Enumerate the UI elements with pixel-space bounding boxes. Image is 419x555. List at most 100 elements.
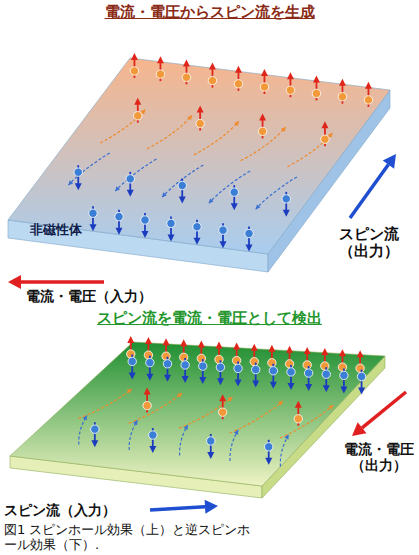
spin-up (294, 401, 302, 426)
spin-down (287, 365, 295, 390)
spin-up (303, 347, 311, 372)
spin-down (163, 357, 171, 382)
spin-path-head (183, 425, 187, 430)
spin-down (304, 366, 312, 391)
spin-up (364, 82, 372, 107)
current-arrow (352, 392, 406, 436)
spin-down (193, 220, 201, 245)
spin-path (287, 133, 332, 167)
spin-up (268, 345, 276, 370)
spin-up (215, 341, 223, 366)
spin-down (146, 356, 154, 381)
spin-down (207, 434, 215, 459)
spin-path-head (209, 198, 214, 203)
spin-down (141, 213, 149, 238)
spin-path (229, 401, 282, 433)
output-label: 電流・電圧 （出力） (344, 442, 414, 473)
spin-path (129, 393, 182, 423)
spin-down (357, 370, 365, 395)
current-arrow (8, 275, 104, 289)
spin-up (232, 343, 240, 368)
spin-path (79, 416, 87, 445)
figure-caption: 図1 スピンホール効果（上）と逆スピンホール効果（下）. (4, 522, 254, 552)
slab-top (10, 342, 385, 486)
spin-down (322, 367, 330, 392)
spin-up (130, 53, 138, 78)
spin-path-head (83, 416, 87, 421)
spin-path (147, 115, 192, 148)
spin-path (115, 159, 156, 191)
spin-path (100, 110, 145, 143)
spin-path (230, 430, 238, 461)
spin-down (216, 360, 224, 385)
spin-path-head (187, 115, 192, 120)
spin-down (252, 363, 260, 388)
spin-path-head (256, 204, 261, 209)
spin-path (68, 153, 109, 185)
spin-path-head (127, 389, 132, 394)
spin-down (265, 440, 273, 465)
heading: スピン流を電流・電圧として検出 (0, 310, 419, 327)
spin-up (338, 349, 346, 374)
spin-path-head (328, 405, 333, 410)
spin-up (180, 339, 188, 364)
heading: 電流・電圧からスピン流を生成 (0, 4, 419, 21)
input-label: 電流・電圧（入力） (26, 288, 226, 304)
spin-down (199, 359, 207, 384)
spin-down (89, 206, 97, 231)
spin-up (321, 121, 329, 146)
spin-down (282, 192, 290, 217)
spin-up (234, 66, 242, 91)
spin-path (162, 165, 203, 197)
spin-up (250, 344, 258, 369)
spin-up (312, 75, 320, 100)
spin-path (180, 425, 188, 455)
spin-down (115, 210, 123, 235)
spin-path-head (281, 127, 286, 132)
spin-up (156, 56, 164, 81)
spin-up (321, 348, 329, 373)
spin-down (178, 179, 186, 204)
spin-down (91, 422, 99, 447)
spin-up (197, 340, 205, 365)
spin-up (134, 98, 142, 123)
spin-up (258, 113, 266, 138)
spin-up (286, 72, 294, 97)
spin-down (181, 358, 189, 383)
spin-down (167, 216, 175, 241)
spin-path-head (177, 393, 182, 398)
spin-path (78, 389, 131, 419)
spin-up (338, 79, 346, 104)
spin-down (149, 428, 157, 453)
spin-path (256, 177, 297, 209)
slab-top (8, 58, 390, 254)
spin-up (182, 59, 190, 84)
output-label: スピン流 （出力） (336, 226, 402, 261)
detector-slab (10, 336, 385, 498)
input-label: スピン流（入力） (4, 502, 204, 518)
spin-path-head (162, 192, 167, 197)
spin-down (245, 227, 253, 252)
spin-path-head (68, 180, 73, 185)
spin-down (340, 368, 348, 393)
spin-up (356, 350, 364, 375)
spin-path (280, 435, 288, 467)
spin-path (241, 127, 286, 161)
spin-up (285, 346, 293, 371)
spin-up (143, 388, 151, 413)
spin-up (196, 106, 204, 131)
spin-down (230, 185, 238, 210)
spin-path-head (284, 435, 288, 440)
spin-path-head (228, 397, 233, 402)
spin-path-head (115, 186, 120, 191)
spin-down (269, 364, 277, 389)
spin-path-head (234, 430, 238, 435)
spin-down (128, 354, 136, 379)
spin-current-arrow (350, 154, 396, 218)
spin-down (74, 165, 82, 190)
spin-up (219, 394, 227, 419)
spin-path (280, 405, 333, 438)
spin-up (208, 63, 216, 88)
spin-down (219, 223, 227, 248)
